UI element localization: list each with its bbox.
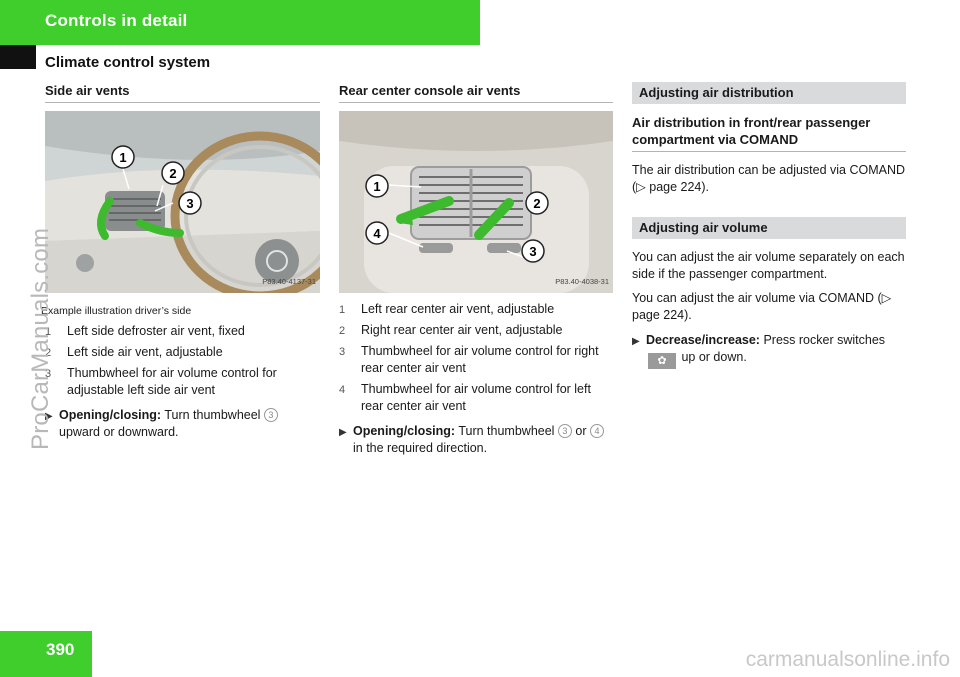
legend-item: 1 Left side defroster air vent, fixed [45,323,320,340]
legend-list: 1 Left rear center air vent, adjustable … [339,301,613,415]
instruction-decrease-increase: ▶ Decrease/increase: Press rocker switch… [632,332,906,369]
callout-3: 3 [186,196,193,211]
photo-dashboard-vents: 1 2 3 P83.40-4137-31 [45,111,320,293]
ref-number: 3 [263,408,278,422]
instruction-text: Turn thumbwheel [161,408,264,422]
instruction-text-end: up or down. [678,350,747,364]
photo-rear-console: 1 2 3 4 P83.40-4038-31 [339,111,613,293]
photo-code: P83.40-4038-31 [555,277,609,286]
instruction-label: Opening/closing: [353,424,456,438]
instruction-text-end: upward or downward. [59,425,179,439]
legend-number: 4 [339,384,346,396]
heading-side-air-vents: Side air vents [45,82,320,103]
legend-text: Thumbwheel for air volume control for ri… [361,344,599,375]
callout-2: 2 [169,166,176,181]
legend-text: Thumbwheel for air volume control for ad… [67,366,277,397]
instruction-label: Opening/closing: [59,408,162,422]
page-number: 390 [46,640,75,659]
subheading-comand: Air distribution in front/rear passenger… [632,114,906,152]
callout-2: 2 [533,196,540,211]
column-adjusting: Adjusting air distribution Air distribut… [632,82,906,369]
legend-item: 2 Left side air vent, adjustable [45,344,320,361]
legend-item: 2 Right rear center air vent, adjustable [339,322,613,339]
photo-code: P83.40-4137-31 [262,277,316,286]
paragraph-volume-comand: You can adjust the air volume via COMAND… [632,291,892,322]
legend-text: Left side air vent, adjustable [67,345,223,359]
watermark-left: ProCarManuals.com [27,227,54,450]
instruction-text-mid: or [571,424,590,438]
legend-number: 3 [339,346,346,358]
callout-3: 3 [529,244,536,259]
callout-1: 1 [373,179,380,194]
rear-console-illustration: 1 2 3 4 [339,111,613,293]
legend-text: Right rear center air vent, adjustable [361,323,563,337]
legend-item: 1 Left rear center air vent, adjustable [339,301,613,318]
legend-number: 2 [339,325,346,337]
instruction-opening-closing: ▶ Opening/closing: Turn thumbwheel 3 upw… [45,407,320,441]
legend-text: Left rear center air vent, adjustable [361,302,555,316]
legend-list: 1 Left side defroster air vent, fixed 2 … [45,323,320,399]
subsection-title: Climate control system [45,54,211,71]
arrow-bullet-icon: ▶ [45,411,53,422]
section-tab [0,0,480,45]
dashboard-illustration: 1 2 3 [45,111,320,293]
instruction-text: Press rocker switches [759,333,886,347]
instruction-text: Turn thumbwheel [455,424,558,438]
ref-number: 3 [557,424,572,438]
legend-text: Left side defroster air vent, fixed [67,324,245,338]
legend-item: 3 Thumbwheel for air volume control for … [45,365,320,399]
legend-item: 4 Thumbwheel for air volume control for … [339,381,613,415]
heading-rear-console-vents: Rear center console air vents [339,82,613,103]
legend-number: 2 [45,347,52,359]
legend-number: 1 [339,304,346,316]
instruction-opening-closing: ▶ Opening/closing: Turn thumbwheel 3 or … [339,423,613,457]
callout-4: 4 [373,226,381,241]
paragraph-volume-sides: You can adjust the air volume separately… [632,250,905,281]
subsection-marker [0,45,36,69]
section-title: Controls in detail [45,11,188,30]
legend-number: 3 [45,368,52,380]
column-side-air-vents: Side air vents 1 [41,82,320,441]
fan-icon: ✿ [648,353,676,369]
arrow-bullet-icon: ▶ [339,427,347,438]
heading-air-volume: Adjusting air volume [632,217,906,239]
legend-number: 1 [45,326,52,338]
paragraph-distribution: The air distribution can be adjusted via… [632,163,906,194]
legend-text: Thumbwheel for air volume control for le… [361,382,591,413]
instruction-text-end: in the required direction. [353,441,488,455]
watermark-bottom: carmanualsonline.info [745,648,950,671]
photo-caption: Example illustration driver’s side [41,305,192,317]
instruction-label: Decrease/increase: [646,333,760,347]
legend-item: 3 Thumbwheel for air volume control for … [339,343,613,377]
page-number-box [0,631,92,677]
column-rear-console-vents: Rear center console air vents [339,82,613,457]
arrow-bullet-icon: ▶ [632,336,640,347]
heading-air-distribution: Adjusting air distribution [632,82,906,104]
ref-number: 4 [590,424,604,438]
callout-1: 1 [119,150,126,165]
